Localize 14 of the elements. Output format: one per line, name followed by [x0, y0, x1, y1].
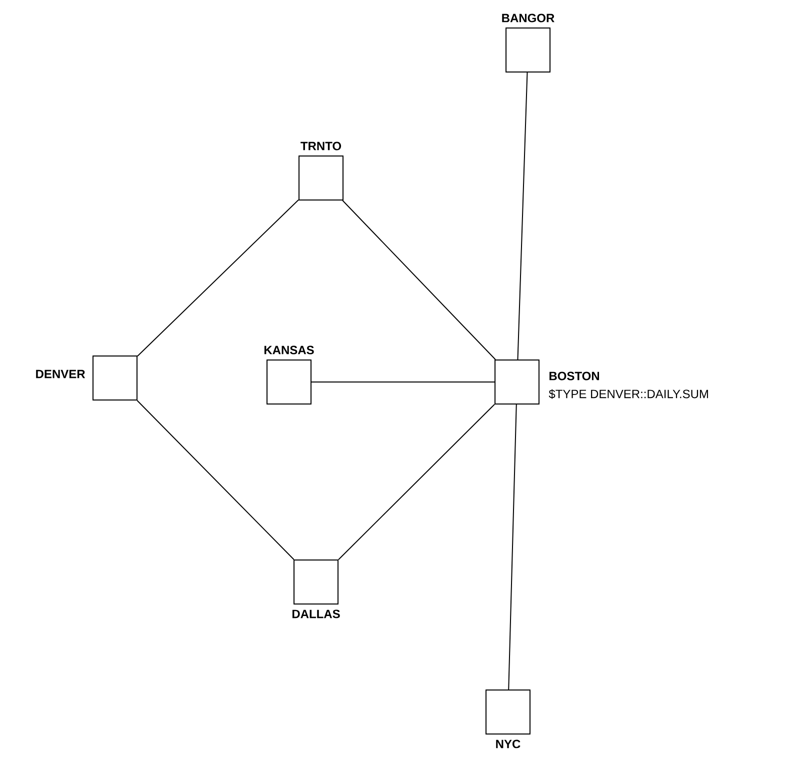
station-label: DALLAS: [292, 610, 340, 618]
link-line: [342, 200, 496, 360]
link-line: [517, 72, 528, 360]
link-line: [137, 199, 299, 357]
station-label: TRNTO: [300, 142, 342, 150]
station-label: NYC: [496, 740, 520, 748]
link-line: [338, 404, 495, 560]
station-label: KANSAS: [264, 346, 314, 354]
link-line: [136, 400, 294, 560]
station-label: DENVER: [36, 370, 86, 378]
link-line: [508, 404, 517, 690]
command-text: $TYPE DENVER::DAILY.SUM: [548, 389, 708, 399]
station-label: BANGOR: [502, 14, 554, 22]
station-label: BOSTON: [550, 372, 600, 380]
